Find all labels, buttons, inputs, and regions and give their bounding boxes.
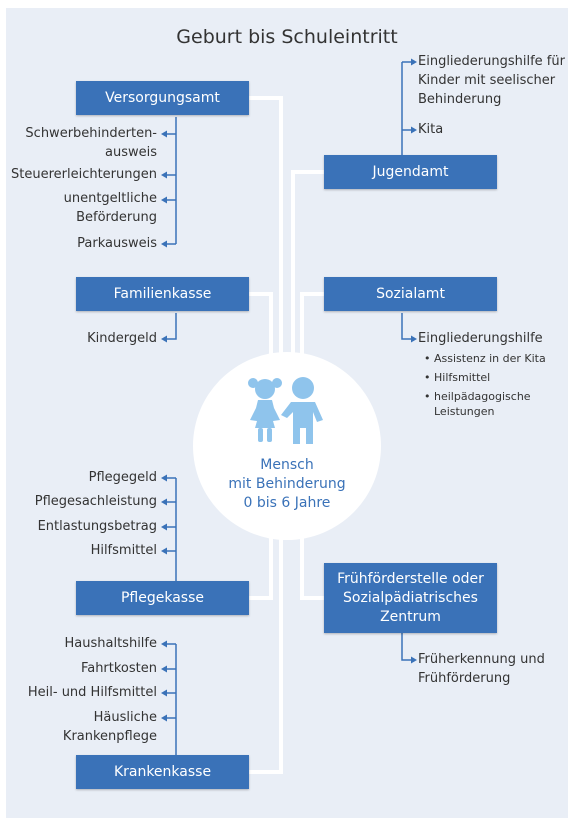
diagram-title: Geburt bis Schuleintritt — [176, 26, 398, 48]
item-haeusliche-krankenpflege: Häusliche Krankenpflege — [63, 708, 157, 746]
item-haushaltshilfe: Haushaltshilfe — [64, 636, 157, 651]
item-frueherkennung: Früherkennung und Frühförderung — [418, 650, 545, 688]
item-kindergeld: Kindergeld — [87, 331, 157, 346]
item-steuererleichterungen: Steuererleichterungen — [10, 167, 157, 182]
item-eingliederungshilfe: Eingliederungshilfe — [418, 331, 543, 346]
center-circle — [193, 352, 381, 540]
item-line: ausweis — [105, 145, 157, 160]
box-krankenkasse: Krankenkasse — [76, 755, 249, 789]
center-label: Mensch mit Behinderung 0 bis 6 Jahre — [193, 456, 381, 513]
item-eingliederungshilfe-seelisch: Eingliederungshilfe für Kinder mit seeli… — [418, 52, 565, 109]
item-line: Frühförderung — [418, 671, 511, 686]
bullet-icon: • — [424, 371, 431, 384]
box-versorgungsamt: Versorgungsamt — [76, 81, 249, 115]
item-schwerbehindertenausweis: Schwerbehinderten- ausweis — [25, 124, 157, 162]
bullet-icon: • — [424, 390, 431, 403]
center-label-line3: 0 bis 6 Jahre — [243, 495, 331, 511]
subitem-heilpaedagogische-leistungen: • heilpädagogische Leistungen — [424, 389, 531, 419]
item-line: unentgeltliche — [63, 191, 157, 206]
item-heil-und-hilfsmittel: Heil- und Hilfsmittel — [27, 685, 157, 700]
box-jugendamt: Jugendamt — [324, 155, 497, 189]
item-pflegesachleistung: Pflegesachleistung — [34, 494, 157, 509]
subitem-assistenz-kita: • Assistenz in der Kita — [424, 351, 546, 366]
box-sozialamt: Sozialamt — [324, 277, 497, 311]
subitem-hilfsmittel: • Hilfsmittel — [424, 370, 490, 385]
subitem-label: heilpädagogische — [434, 390, 531, 403]
item-fahrtkosten: Fahrtkosten — [80, 661, 157, 676]
item-line: Häusliche — [93, 710, 157, 725]
children-icon — [248, 377, 323, 444]
item-pflegegeld: Pflegegeld — [88, 470, 157, 485]
item-line: Krankenpflege — [62, 729, 157, 744]
box-fruehfoerderstelle-line3: Zentrum — [380, 608, 441, 625]
item-entlastungsbetrag: Entlastungsbetrag — [37, 519, 157, 534]
item-kita: Kita — [418, 122, 444, 137]
item-line: Behinderung — [418, 92, 502, 107]
center-label-line2: mit Behinderung — [228, 476, 346, 492]
item-parkausweis: Parkausweis — [77, 236, 157, 251]
box-fruehfoerderstelle-line1: Frühförderstelle oder — [337, 570, 484, 587]
subitem-label-cont: Leistungen — [434, 405, 495, 418]
subitem-label: Hilfsmittel — [434, 371, 491, 384]
item-line: Früherkennung und — [418, 652, 545, 667]
center-label-line1: Mensch — [260, 457, 314, 473]
item-hilfsmittel: Hilfsmittel — [90, 543, 157, 558]
box-pflegekasse: Pflegekasse — [76, 581, 249, 615]
item-line: Kinder mit seelischer — [418, 73, 556, 88]
box-fruehfoerderstelle: Frühförderstelle oder Sozialpädiatrische… — [324, 563, 497, 633]
item-line: Eingliederungshilfe für — [418, 54, 565, 69]
box-familienkasse: Familienkasse — [76, 277, 249, 311]
box-fruehfoerderstelle-line2: Sozialpädiatrisches — [343, 589, 478, 606]
subitem-label: Assistenz in der Kita — [434, 352, 546, 365]
item-line: Beförderung — [76, 210, 157, 225]
bullet-icon: • — [424, 352, 431, 365]
item-line: Schwerbehinderten- — [25, 126, 157, 141]
item-unentgeltliche-befoerderung: unentgeltliche Beförderung — [64, 189, 157, 227]
